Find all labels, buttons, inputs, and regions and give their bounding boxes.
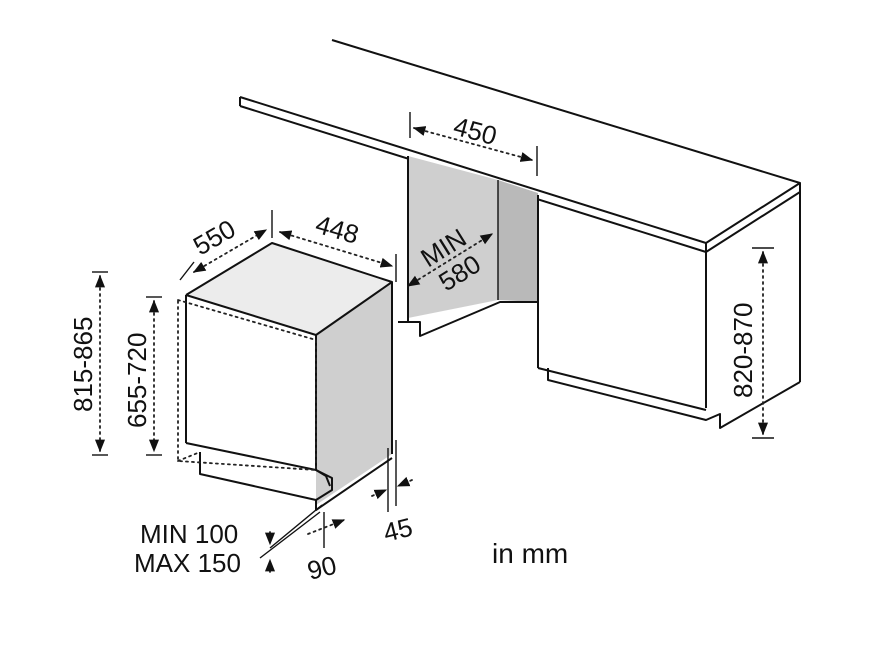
- dim-total-height: 815-865: [68, 317, 98, 412]
- dim-plinth-max: MAX 150: [134, 548, 241, 578]
- dim-opening-height: 820-870: [728, 303, 758, 398]
- dim-body-height: 655-720: [122, 333, 152, 428]
- dishwasher: [177, 242, 393, 511]
- dim-580-line: [406, 233, 494, 287]
- dim-45-line: [371, 440, 413, 512]
- dim-655-720-line: [146, 296, 162, 456]
- dim-820-870-line: [752, 247, 774, 439]
- dim-448-line: [278, 230, 397, 282]
- unit-note: in mm: [492, 538, 568, 569]
- dim-550-line: [179, 210, 273, 281]
- dim-side-gap: 45: [380, 512, 415, 548]
- dim-450-line: [409, 112, 538, 176]
- dim-815-865-line: [92, 271, 108, 456]
- dim-door-offset: 90: [304, 550, 339, 586]
- dim-depth: 550: [188, 214, 241, 262]
- adjacent-cabinet: [537, 183, 801, 429]
- dim-plinth-line: [259, 504, 323, 573]
- dim-plinth-min: MIN 100: [140, 519, 238, 549]
- dim-90-line: [307, 512, 346, 548]
